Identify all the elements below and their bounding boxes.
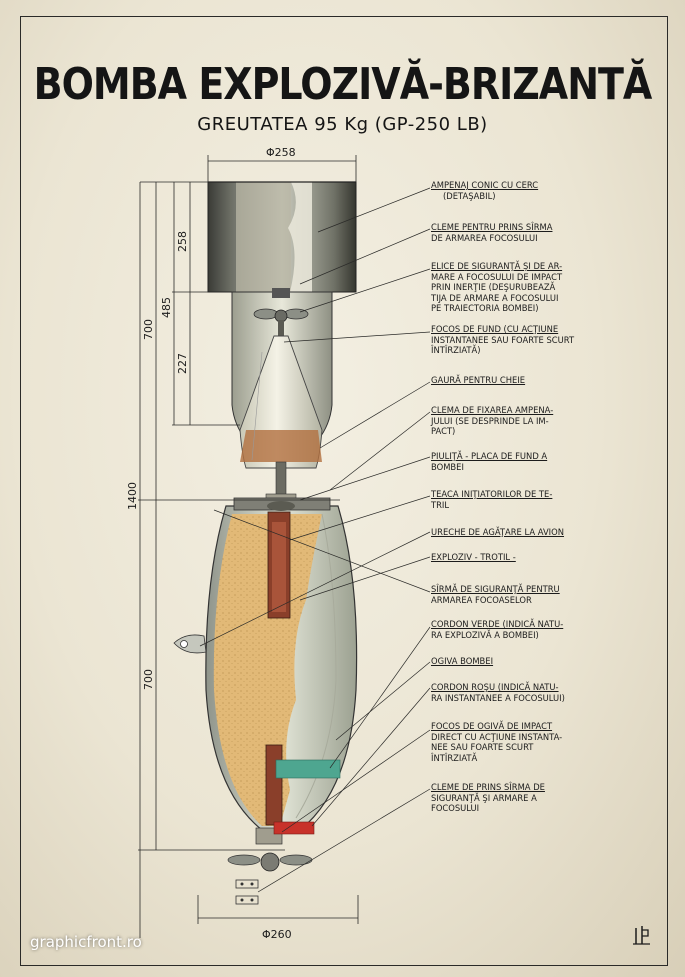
label-nose: OGIVA BOMBEI: [431, 656, 591, 667]
label-base-plate-nut: PIULIŢĂ - PLACA DE FUND A BOMBEI: [431, 451, 591, 472]
label-line: TEACA INIŢIATORILOR DE TE-: [431, 489, 553, 499]
label-line: OGIVA BOMBEI: [431, 656, 494, 666]
label-line: CORDON VERDE (INDICĂ NATU-: [431, 619, 564, 629]
label-line: ELICE DE SIGURANŢĂ ŞI DE AR-: [431, 261, 563, 271]
label-tail-fin: AMPENAJ CONIC CU CERC (DETAŞABIL): [431, 180, 591, 201]
label-line: PIULIŢĂ - PLACA DE FUND A: [431, 451, 548, 461]
leader-lines: [199, 187, 431, 893]
label-safety-wire: SÎRMĂ DE SIGURANŢĂ PENTRU ARMAREA FOCOAS…: [431, 584, 591, 605]
label-green-band: CORDON VERDE (INDICĂ NATU- RA EXPLOZIVĂ …: [431, 619, 591, 640]
label-line: RA EXPLOZIVĂ A BOMBEI): [431, 629, 539, 640]
label-line: FOCOS DE FUND (CU ACŢIUNE: [431, 324, 559, 334]
dim-tail-length: 700: [142, 319, 155, 340]
propeller-icon: [253, 288, 309, 336]
label-red-band: CORDON ROŞU (INDICĂ NATU- RA INSTANTANEE…: [431, 682, 591, 703]
label-initiator-sleeve: TEACA INIŢIATORILOR DE TE- TRIL: [431, 489, 591, 510]
label-wrench-hole: GAURĂ PENTRU CHEIE: [431, 375, 591, 386]
label-line: NEE SAU FOARTE SCURT: [431, 742, 534, 752]
initiator-tube: [267, 511, 291, 619]
label-line: DE ARMAREA FOCOSULUI: [431, 232, 538, 243]
label-safety-clips: CLEME DE PRINS SÎRMA DE SIGURANŢĂ ŞI ARM…: [431, 782, 591, 814]
green-band: [275, 759, 341, 779]
tail-fin: [207, 181, 357, 293]
publisher-stamp-icon: [633, 926, 650, 945]
label-line: CLEME DE PRINS SÎRMA DE: [431, 782, 545, 792]
poster-frame: [20, 16, 668, 966]
label-arming-wire-clips: CLEME PENTRU PRINS SÎRMA DE ARMAREA FOCO…: [431, 222, 591, 243]
label-line: DIRECT CU ACŢIUNE INSTANTA-: [431, 731, 563, 742]
label-line: AMPENAJ CONIC CU CERC: [431, 180, 539, 190]
label-explosive: EXPLOZIV - TROTIL -: [431, 552, 591, 563]
nose-fuze: [227, 744, 313, 872]
dim-tail-height: 258: [176, 231, 189, 252]
poster-subtitle: GREUTATEA 95 Kg (GP-250 LB): [197, 114, 488, 135]
label-line: SIGURANŢĂ ŞI ARMARE A: [431, 792, 537, 803]
suspension-lug-icon: [173, 634, 207, 654]
label-line: ARMAREA FOCOASELOR: [431, 594, 532, 605]
label-line: TRIL: [431, 499, 450, 510]
label-line: GAURĂ PENTRU CHEIE: [431, 375, 526, 385]
poster-title: BOMBA EXPLOZIVĂ-BRIZANTĂ: [33, 58, 653, 110]
label-line: JULUI (SE DESPRINDE LA IM-: [431, 415, 549, 426]
label-line: FOCOS DE OGIVĂ DE IMPACT: [431, 721, 553, 731]
label-suspension-lug: URECHE DE AGĂŢARE LA AVION: [431, 527, 591, 538]
dim-body-length: 700: [142, 669, 155, 690]
label-line: PACT): [431, 426, 456, 436]
label-line: FOCOSULUI: [431, 803, 480, 813]
label-line: CLEME PENTRU PRINS SÎRMA: [431, 222, 553, 232]
label-line: CORDON ROŞU (INDICĂ NATU-: [431, 682, 559, 692]
label-line: EXPLOZIV - TROTIL -: [431, 552, 516, 562]
label-line: MARE A FOCOSULUI DE IMPACT: [431, 271, 563, 282]
label-line: PRIN INERŢIE (DEŞURUBEAZĂ: [431, 282, 556, 292]
label-line: URECHE DE AGĂŢARE LA AVION: [431, 527, 565, 537]
dim-top-diameter: Φ258: [266, 146, 296, 159]
label-line: (DETAŞABIL): [443, 190, 496, 201]
dim-tail-total: 485: [160, 297, 173, 318]
safety-clips-icon: [235, 879, 259, 905]
label-line: BOMBEI: [431, 461, 464, 472]
label-base-fuze: FOCOS DE FUND (CU ACŢIUNE INSTANTANEE SA…: [431, 324, 591, 356]
label-line: PE TRAIECTORIA BOMBEI): [431, 303, 539, 313]
label-line: TIJA DE ARMARE A FOCOSULUI: [431, 292, 559, 303]
label-line: CLEMA DE FIXAREA AMPENA-: [431, 405, 554, 415]
dimension-lines: [138, 155, 359, 938]
label-arming-propeller: ELICE DE SIGURANŢĂ ŞI DE AR- MARE A FOCO…: [431, 261, 591, 314]
watermark: graphicfront.ro: [30, 933, 142, 951]
label-nose-fuze: FOCOS DE OGIVĂ DE IMPACT DIRECT CU ACŢIU…: [431, 721, 591, 763]
dim-tail-cone: 227: [176, 353, 189, 374]
label-line: INSTANTANEE SAU FOARTE SCURT: [431, 334, 575, 345]
label-fin-clamp: CLEMA DE FIXAREA AMPENA- JULUI (SE DESPR…: [431, 405, 591, 437]
dim-bottom-diameter: Φ260: [262, 928, 292, 941]
tail-cone: [239, 335, 323, 469]
label-line: ÎNTÎRZIATĂ): [431, 345, 481, 355]
label-line: ÎNTÎRZIATĂ: [431, 752, 478, 763]
label-line: SÎRMĂ DE SIGURANŢĂ PENTRU: [431, 584, 560, 594]
dim-total-length: 1400: [126, 482, 139, 510]
label-line: RA INSTANTANEE A FOCOSULUI): [431, 692, 565, 703]
